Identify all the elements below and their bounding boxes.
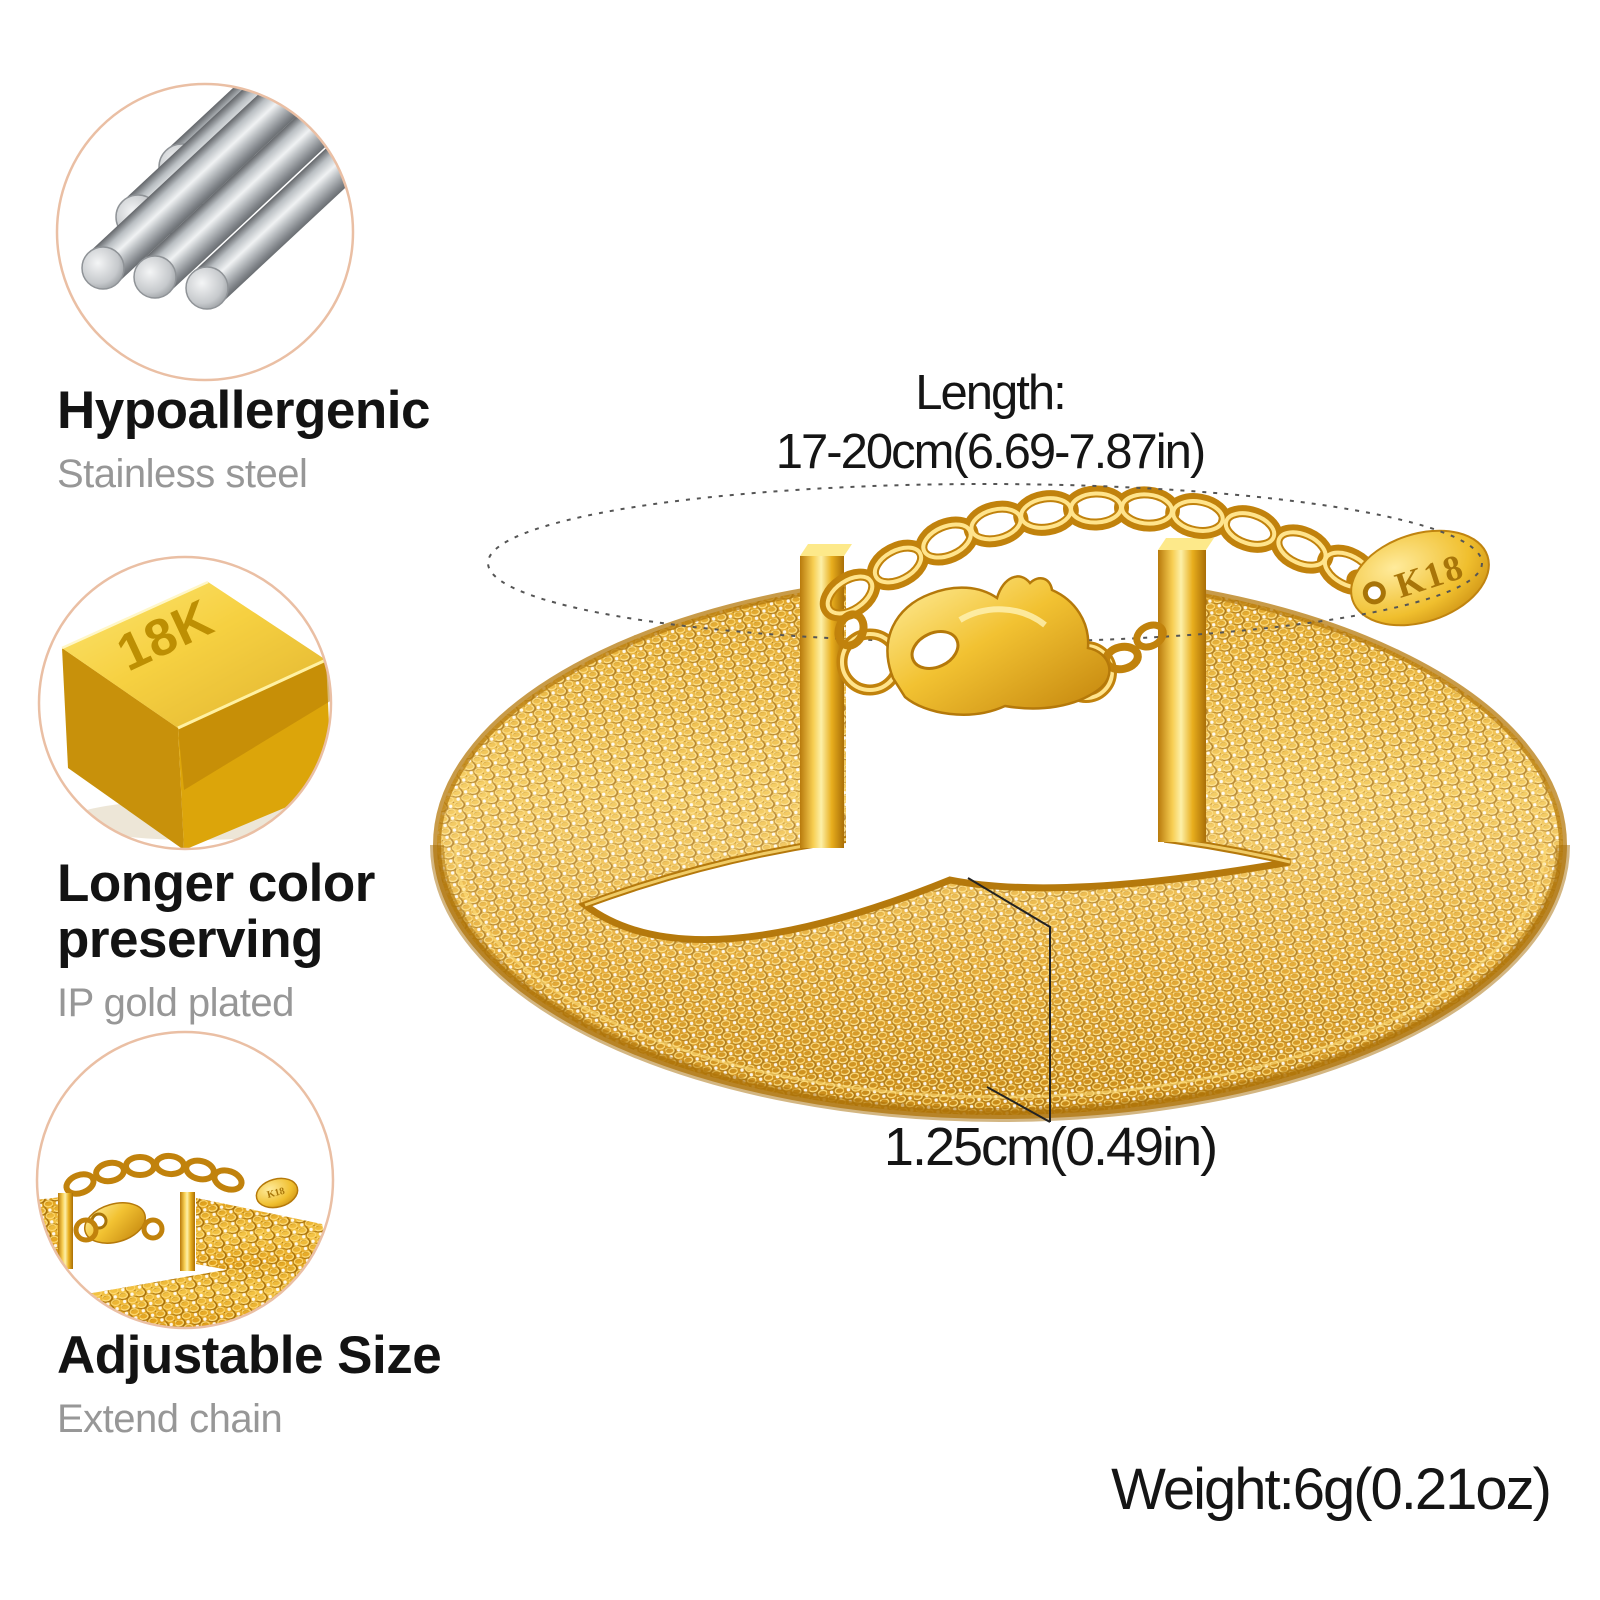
feature-subtitle: IP gold plated: [57, 981, 294, 1026]
mini-tag-engraving: K18: [266, 1186, 286, 1201]
length-ellipse-annotation: [487, 483, 1483, 643]
end-bar-right: [1158, 538, 1214, 842]
feature-title: Adjustable Size: [57, 1326, 442, 1385]
gold-bar-icon: 18K: [37, 555, 333, 851]
clasp-closeup-icon: K18: [35, 1030, 335, 1330]
feature-subtitle: Extend chain: [57, 1397, 283, 1442]
feature-color-preserving: Longer color preserving IP gold plated: [57, 854, 412, 1026]
feature-circle-border: [37, 555, 333, 851]
width-measurement-lines: [967, 877, 1051, 1123]
k18-tag: K18: [1350, 529, 1490, 627]
feature-title: Longer color preserving: [57, 854, 375, 970]
bracelet-photo: K18: [430, 483, 1570, 1123]
feature-adjustable-size: Adjustable Size Extend chain: [57, 1326, 477, 1442]
feature-circle-border: [35, 1030, 335, 1330]
length-annotation: Length: 17-20cm(6.69-7.87in): [610, 364, 1370, 482]
length-value: 17-20cm(6.69-7.87in): [775, 424, 1206, 479]
length-label: Length:: [915, 366, 1067, 420]
extension-chain: [819, 485, 1380, 622]
band-width-annotation: 1.25cm(0.49in): [883, 1117, 1218, 1177]
lobster-clasp-icon: [834, 575, 1167, 716]
feature-title: Hypoallergenic: [57, 381, 430, 440]
steel-rods-icon: [55, 82, 355, 382]
feature-subtitle: Stainless steel: [57, 452, 308, 497]
weight-annotation: Weight:6g(0.21oz): [1111, 1457, 1552, 1522]
feature-hypoallergenic: Hypoallergenic Stainless steel: [57, 381, 477, 497]
feature-circle-border: [55, 82, 355, 382]
